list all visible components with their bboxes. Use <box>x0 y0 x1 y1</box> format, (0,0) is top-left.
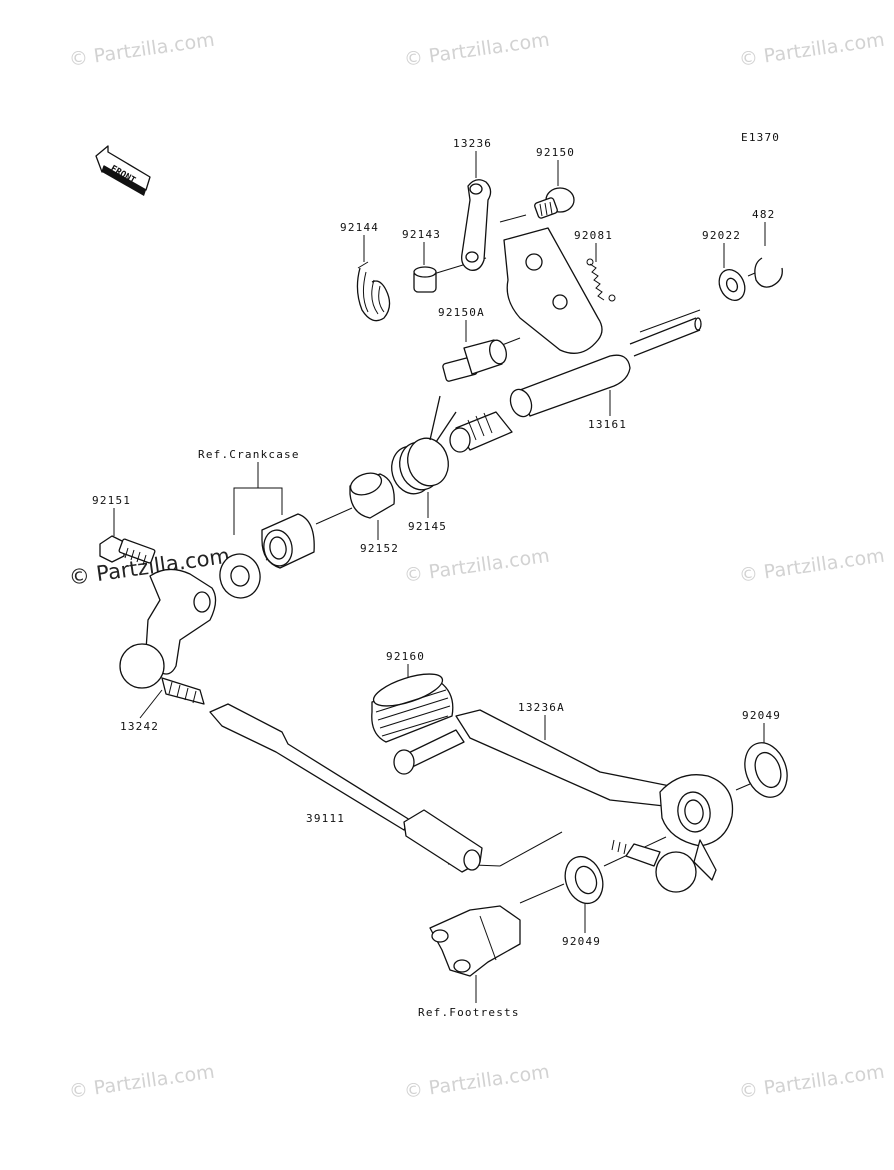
label-13236A: 13236A <box>518 701 565 714</box>
label-92144: 92144 <box>340 221 379 234</box>
part-92150-bolt[interactable] <box>534 187 575 219</box>
part-92049-seal-bottom[interactable] <box>559 851 609 908</box>
label-92152: 92152 <box>360 542 399 555</box>
diagram-code: E1370 <box>741 131 780 144</box>
label-92022: 92022 <box>702 229 741 242</box>
part-92160-rubber[interactable] <box>370 667 454 743</box>
watermark: © Partzilla.com <box>738 545 886 587</box>
part-39111-rod[interactable] <box>209 703 483 873</box>
part-13242-shift-lever[interactable] <box>119 568 217 705</box>
part-92150A-bolt[interactable] <box>442 338 509 382</box>
label-92150A: 92150A <box>438 306 485 319</box>
part-washer-crankcase[interactable] <box>216 551 263 601</box>
part-92152-collar[interactable] <box>348 469 395 519</box>
part-13236A-shift-pedal[interactable] <box>393 709 734 893</box>
part-92049-seal-top[interactable] <box>738 737 795 803</box>
part-92145-spring[interactable] <box>386 395 457 498</box>
part-92151-bolt[interactable] <box>99 535 156 566</box>
part-92081-spring[interactable] <box>586 258 616 302</box>
part-482-circlip[interactable] <box>754 257 783 288</box>
label-482: 482 <box>752 208 775 221</box>
front-arrow-icon: FRONT <box>95 145 151 196</box>
leader-lines <box>113 151 766 1003</box>
label-13161: 13161 <box>588 418 627 431</box>
part-92144-spring[interactable] <box>356 261 391 322</box>
label-92049-bottom: 92049 <box>562 935 601 948</box>
label-92143: 92143 <box>402 228 441 241</box>
watermark: © Partzilla.com <box>403 545 551 587</box>
label-92160: 92160 <box>386 650 425 663</box>
label-92049-top: 92049 <box>742 709 781 722</box>
watermark: © Partzilla.com <box>738 1061 886 1103</box>
part-13161-shift-shaft[interactable] <box>449 227 702 453</box>
part-13236-shift-plate[interactable] <box>461 179 492 271</box>
label-92081: 92081 <box>574 229 613 242</box>
label-92150: 92150 <box>536 146 575 159</box>
part-oil-seal[interactable] <box>261 513 315 569</box>
watermark: © Partzilla.com <box>738 29 886 71</box>
label-92145: 92145 <box>408 520 447 533</box>
watermark: © Partzilla.com <box>403 29 551 71</box>
watermark: © Partzilla.com <box>68 29 216 71</box>
watermark: © Partzilla.com <box>403 1061 551 1103</box>
label-39111: 39111 <box>306 812 345 825</box>
label-92151: 92151 <box>92 494 131 507</box>
part-labels: 13236 92150 92144 92143 92081 92022 482 … <box>92 137 781 1019</box>
label-ref-crankcase: Ref.Crankcase <box>198 448 300 461</box>
watermark: © Partzilla.com <box>68 1061 216 1103</box>
part-92022-washer[interactable] <box>714 265 749 304</box>
label-13236: 13236 <box>453 137 492 150</box>
label-13242: 13242 <box>120 720 159 733</box>
label-ref-footrests: Ref.Footrests <box>418 1006 520 1019</box>
part-92143-collar[interactable] <box>413 266 437 293</box>
part-footrest-bracket[interactable] <box>429 905 521 977</box>
